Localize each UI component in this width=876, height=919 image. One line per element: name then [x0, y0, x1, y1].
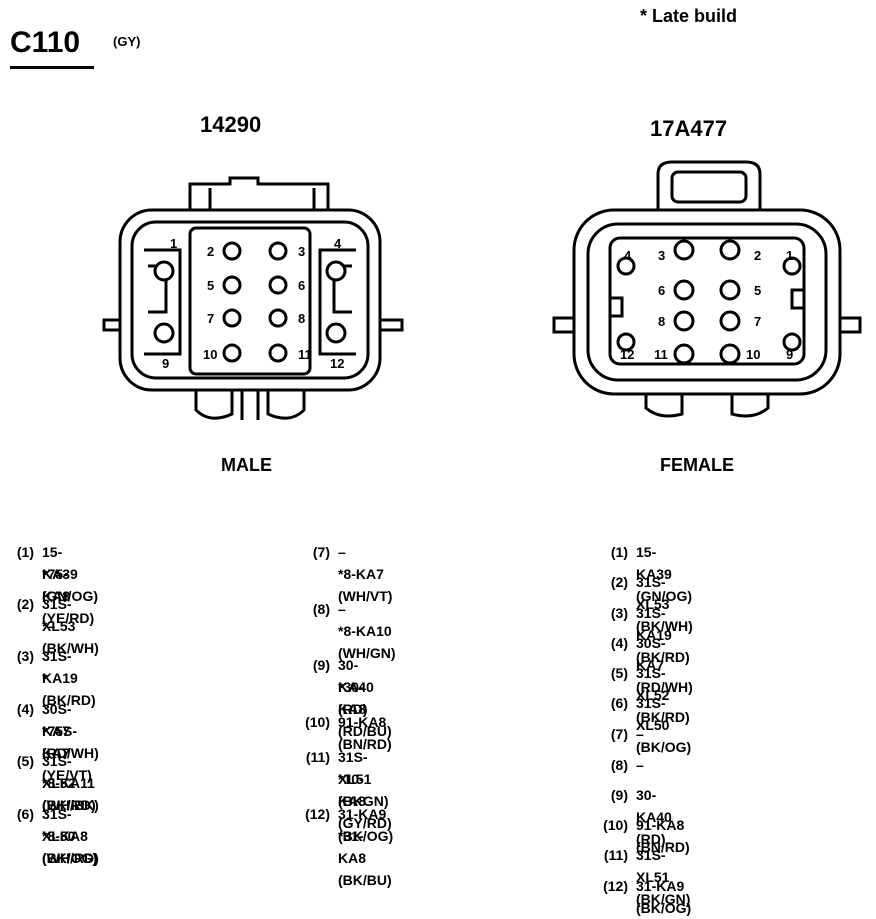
- connector-id: C110: [10, 26, 81, 59]
- title-underline: [10, 66, 94, 69]
- male-pin-1-circle: [153, 260, 175, 282]
- svg-text:9: 9: [162, 356, 169, 371]
- male-part-number: 14290: [200, 112, 262, 137]
- svg-text:2: 2: [754, 248, 761, 263]
- svg-text:11: 11: [654, 347, 668, 362]
- svg-text:6: 6: [658, 283, 665, 298]
- svg-text:2: 2: [207, 244, 214, 259]
- svg-text:5: 5: [754, 283, 761, 298]
- male-top-latch: [188, 176, 330, 210]
- late-build-note: * Late build: [640, 6, 738, 26]
- svg-text:12: 12: [620, 347, 634, 362]
- svg-text:12: 12: [330, 356, 344, 371]
- svg-text:8: 8: [298, 311, 305, 326]
- female-pin-1-label: 1: [786, 248, 793, 263]
- male-label: MALE: [221, 455, 272, 475]
- svg-text:6: 6: [298, 278, 305, 293]
- svg-text:8: 8: [658, 314, 665, 329]
- svg-text:7: 7: [207, 311, 214, 326]
- female-connector-diagram: 1 2 3 4 5 6 7 8 9 10 11 12: [552, 160, 862, 418]
- svg-text:4: 4: [624, 248, 632, 263]
- svg-text:3: 3: [298, 244, 305, 259]
- male-outer-shell: [118, 208, 382, 392]
- male-pin-1-label: 1: [170, 236, 177, 251]
- female-label: FEMALE: [660, 455, 734, 475]
- male-connector-diagram: 1 2 3 4 5 6 7 8 9 10 11 12: [102, 176, 404, 420]
- female-part-number: 17A477: [650, 116, 728, 141]
- female-outer-shell: [572, 208, 842, 396]
- svg-text:3: 3: [658, 248, 665, 263]
- svg-text:10: 10: [746, 347, 760, 362]
- svg-text:7: 7: [754, 314, 761, 329]
- female-top-latch: [656, 160, 762, 210]
- svg-text:10: 10: [203, 347, 217, 362]
- connector-color-code: (GY): [113, 34, 141, 49]
- svg-text:9: 9: [786, 347, 793, 362]
- svg-text:4: 4: [334, 236, 342, 251]
- svg-text:11: 11: [298, 347, 312, 362]
- svg-text:5: 5: [207, 278, 214, 293]
